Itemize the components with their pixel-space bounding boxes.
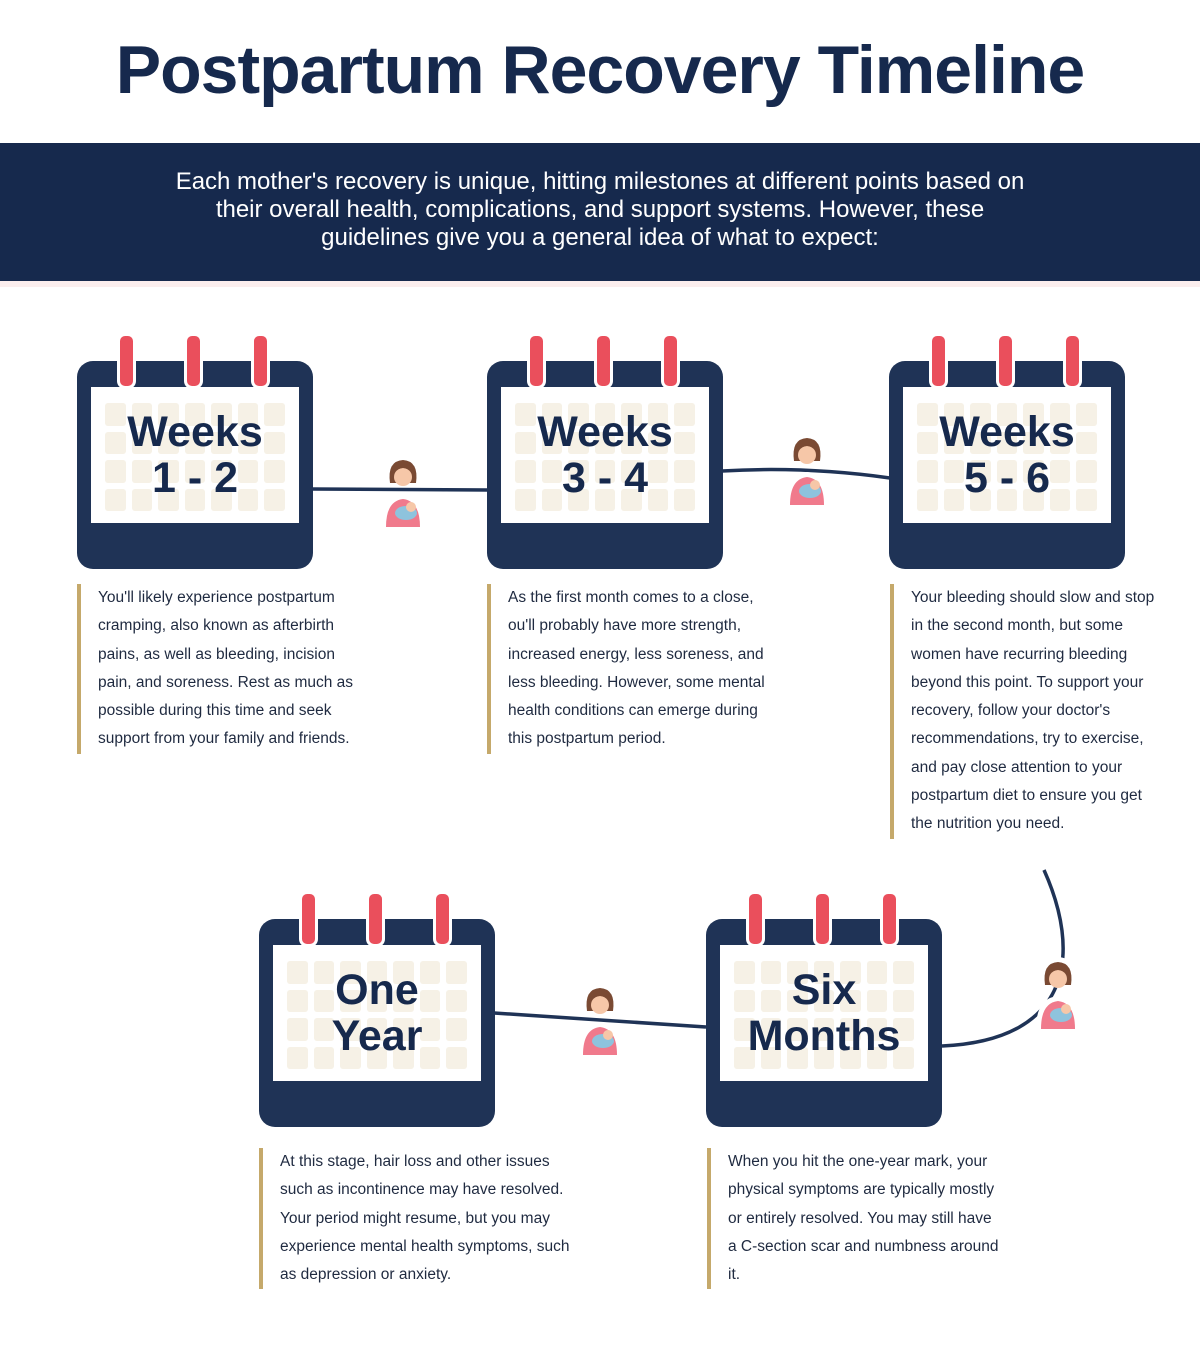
stage-description-one-year: At this stage, hair loss and other issue… (259, 1148, 586, 1290)
calendar-weeks-1-2: Weeks 1 - 2 (77, 333, 313, 569)
stage-label-line2: Year (331, 1012, 423, 1060)
page-title: Postpartum Recovery Timeline (115, 32, 1085, 108)
stage-label-line2: Months (747, 1012, 901, 1060)
intro-text: Each mother's recovery is unique, hittin… (175, 168, 1025, 251)
stage-label-line1: Six (791, 966, 857, 1014)
mother-with-baby-icon (1035, 956, 1081, 1031)
stage-label-line1: Weeks (939, 408, 1075, 456)
connector-1-2 (311, 487, 489, 492)
stage-label: Weeks 1 - 2 (91, 387, 299, 523)
stage-label-line2: 5 - 6 (963, 454, 1051, 502)
mother-with-baby-icon (784, 432, 830, 507)
stage-description-weeks-3-4: As the first month comes to a close, ou'… (487, 584, 776, 754)
calendar-weeks-3-4: Weeks 3 - 4 (487, 333, 723, 569)
stage-description-weeks-1-2: You'll likely experience postpartum cram… (77, 584, 360, 754)
stage-label: Six Months (720, 945, 928, 1081)
stage-label-line1: Weeks (127, 408, 263, 456)
calendar-six-months: Six Months (706, 891, 942, 1127)
connector-2-3 (721, 467, 891, 480)
stage-description-weeks-5-6: Your bleeding should slow and stop in th… (890, 584, 1161, 839)
stage-label: Weeks 5 - 6 (903, 387, 1111, 523)
stage-label: Weeks 3 - 4 (501, 387, 709, 523)
mother-with-baby-icon (380, 454, 426, 529)
stage-label-line1: Weeks (537, 408, 673, 456)
stage-description-six-months: When you hit the one-year mark, your phy… (707, 1148, 1000, 1290)
connector-4-5 (493, 1011, 707, 1029)
intro-banner: Each mother's recovery is unique, hittin… (0, 143, 1200, 287)
stage-label-line1: One (335, 966, 419, 1014)
stage-label-line2: 3 - 4 (561, 454, 649, 502)
mother-with-baby-icon (577, 982, 623, 1057)
calendar-one-year: One Year (259, 891, 495, 1127)
stage-label: One Year (273, 945, 481, 1081)
calendar-weeks-5-6: Weeks 5 - 6 (889, 333, 1125, 569)
stage-label-line2: 1 - 2 (151, 454, 239, 502)
